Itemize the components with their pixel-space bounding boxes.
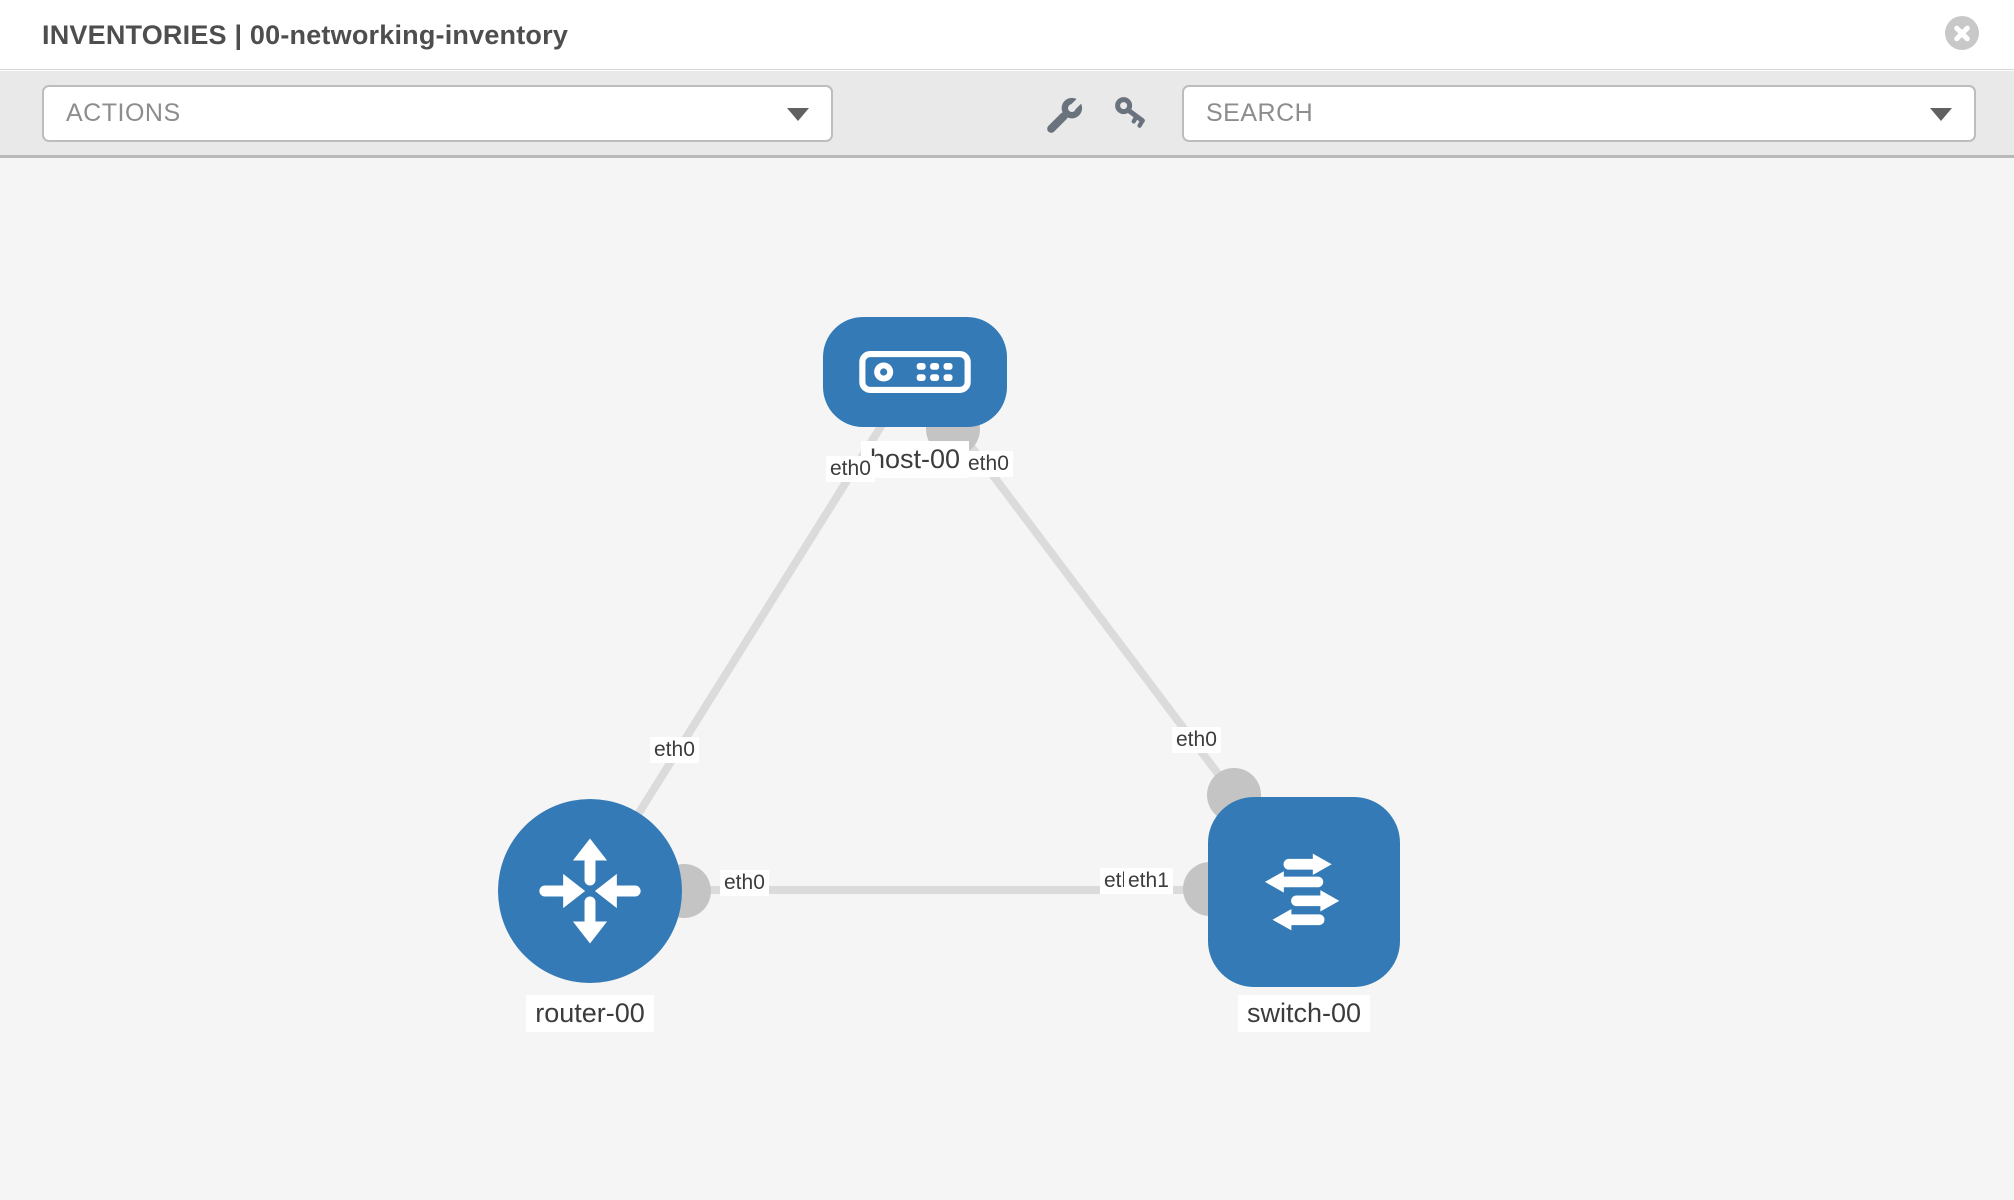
node-router-00[interactable] (498, 799, 682, 983)
chevron-down-icon (787, 108, 809, 121)
node-switch-00[interactable] (1208, 797, 1400, 987)
chevron-down-icon (1930, 108, 1952, 121)
topology-graph: host-00 router-00 switch-00 eth0 eth0 et… (0, 158, 2014, 1200)
search-dropdown-label: SEARCH (1206, 99, 1314, 127)
node-label-switch-00: switch-00 (1237, 995, 1371, 1032)
close-icon[interactable] (1945, 16, 1979, 50)
iface-label-switch-eth0-top: eth0 (1172, 727, 1221, 753)
topology-canvas[interactable]: host-00 router-00 switch-00 eth0 eth0 et… (0, 158, 2014, 1200)
switch-icon (1264, 853, 1340, 931)
toolbar: ACTIONS SEARCH (0, 71, 2014, 158)
iface-label-switch-eth1: eth1 (1124, 868, 1173, 894)
node-label-wrap: switch-00 (1208, 995, 1400, 1032)
actions-dropdown[interactable]: ACTIONS (42, 85, 833, 142)
node-label-wrap: router-00 (498, 995, 682, 1032)
iface-label-router-eth0-top: eth0 (650, 737, 699, 763)
edges-layer (586, 369, 1261, 918)
iface-label-host-eth0-right: eth0 (964, 451, 1013, 477)
host-icon (859, 351, 971, 393)
key-icon[interactable] (1113, 95, 1153, 135)
node-label-router-00: router-00 (526, 995, 654, 1032)
iface-label-host-eth0-left: eth0 (826, 456, 875, 482)
node-label-host-00: host-00 (860, 441, 970, 478)
iface-label-router-eth0-mid: eth0 (720, 870, 769, 896)
router-icon (539, 838, 641, 944)
page-header: INVENTORIES | 00-networking-inventory (0, 0, 2014, 70)
search-dropdown[interactable]: SEARCH (1182, 85, 1976, 142)
node-host-00[interactable] (823, 317, 1007, 427)
node-label-wrap: host-00 (823, 441, 1007, 478)
page-title: INVENTORIES | 00-networking-inventory (42, 20, 569, 50)
actions-dropdown-label: ACTIONS (66, 99, 181, 127)
wrench-icon[interactable] (1045, 95, 1085, 135)
